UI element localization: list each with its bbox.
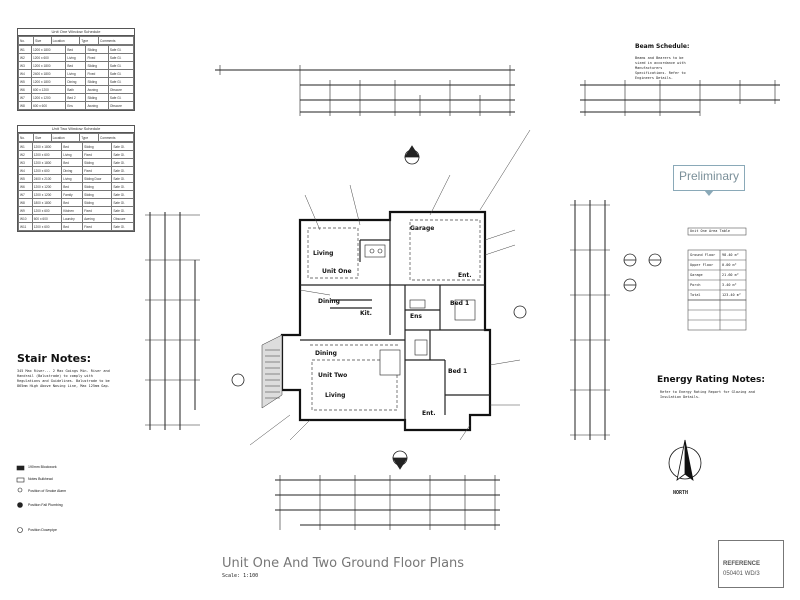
area-row-label: Total bbox=[690, 293, 701, 297]
area-table-title: Unit One Area Table bbox=[690, 229, 731, 233]
window-schedule-unit-one: Unit One Window Schedule No. Size Locati… bbox=[17, 28, 135, 111]
area-row-value: 0.00 m² bbox=[722, 263, 737, 267]
column-header: Size bbox=[33, 133, 52, 142]
legend-item: Position of Smoke Alarm bbox=[28, 489, 67, 493]
schedule-title: Unit One Window Schedule bbox=[18, 29, 134, 36]
area-row-label: Upper Floor bbox=[690, 263, 714, 267]
room-label-entry-two: Ent. bbox=[422, 410, 436, 417]
area-row-label: Porch bbox=[690, 283, 701, 287]
table-cell: Obscure bbox=[107, 101, 135, 110]
room-label-bed-1: Bed 1 bbox=[450, 300, 470, 307]
energy-rating-heading: Energy Rating Notes: bbox=[657, 375, 765, 385]
stair-notes-text: 345 Max Riser... 2 Max Goings Min. Riser… bbox=[17, 369, 110, 388]
preliminary-stamp: Preliminary bbox=[673, 165, 745, 196]
legend-item: Position Fall Plumbing bbox=[28, 503, 63, 507]
drawing-scale: Scale: 1:100 bbox=[222, 573, 259, 579]
reference-label: REFERENCE bbox=[723, 561, 761, 567]
table-header-row: No. Size Location Type Comments bbox=[17, 133, 134, 142]
beam-schedule-text: Beams and Bearers to be sized in accorda… bbox=[635, 56, 686, 80]
column-header: Comments bbox=[98, 133, 134, 142]
legend-item: Position Downpipe bbox=[28, 528, 57, 532]
area-row-value: 98.40 m² bbox=[722, 253, 739, 257]
table-cell: Safe Gl. bbox=[111, 222, 134, 231]
table-cell: Awning bbox=[85, 101, 109, 110]
room-label-unit-two: Unit Two bbox=[318, 372, 348, 379]
room-label-bed-1-two: Bed 1 bbox=[448, 368, 468, 375]
room-label-ensuite: Ens bbox=[410, 313, 422, 320]
room-label-entry: Ent. bbox=[458, 272, 472, 279]
energy-rating-text: Refer to Energy Rating Report for Glazin… bbox=[660, 390, 755, 399]
area-row-value: 21.60 m² bbox=[722, 273, 739, 277]
schedule-table: No. Size Location Type Comments bbox=[17, 36, 134, 45]
north-label: NORTH bbox=[673, 490, 689, 496]
room-label-dining: Dining bbox=[318, 298, 340, 305]
room-label-garage: Garage bbox=[410, 225, 435, 232]
column-header: Comments bbox=[98, 36, 134, 45]
area-row-value: 123.40 m² bbox=[722, 293, 741, 297]
schedule-title: Unit Two Window Schedule bbox=[18, 126, 134, 133]
area-row-value: 3.40 m² bbox=[722, 283, 737, 287]
area-row-label: Garage bbox=[690, 273, 703, 277]
room-label-living-two: Living bbox=[325, 392, 346, 399]
reference-number: 050401 WD/3 bbox=[723, 571, 760, 577]
drawing-title: Unit One And Two Ground Floor Plans bbox=[222, 556, 465, 571]
legend-item: 190mm Blockwork bbox=[28, 465, 57, 469]
table-header-row: No. Size Location Type Comments bbox=[17, 36, 134, 45]
room-label-living: Living bbox=[313, 250, 334, 257]
column-header: Size bbox=[33, 36, 52, 45]
beam-schedule-heading: Beam Schedule: bbox=[635, 43, 690, 50]
table-cell: Fixed bbox=[82, 222, 113, 231]
legend-item: Notes Bulkhead bbox=[28, 477, 53, 481]
room-label-unit-one: Unit One bbox=[322, 268, 352, 275]
table-cell: 600 x 600 bbox=[30, 101, 67, 110]
stair-notes-heading: Stair Notes: bbox=[17, 352, 92, 365]
window-schedule-unit-two: Unit Two Window Schedule No. Size Locati… bbox=[17, 125, 135, 232]
room-label-dining-two: Dining bbox=[315, 350, 337, 357]
room-label-kitchen: Kit. bbox=[360, 310, 372, 317]
title-block: REFERENCE 050401 WD/3 bbox=[718, 540, 784, 588]
area-row-label: Ground Floor bbox=[690, 253, 716, 257]
schedule-table: No. Size Location Type Comments bbox=[17, 133, 134, 142]
